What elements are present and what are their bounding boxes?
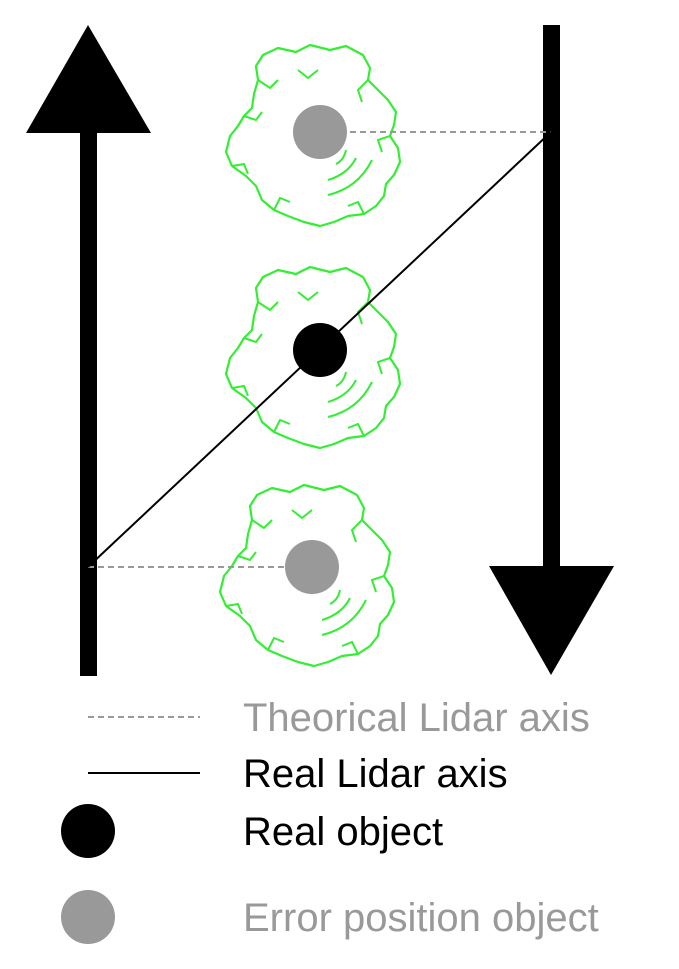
arrow-up-icon [26,25,151,676]
legend-real-object-swatch [61,804,115,858]
legend-real-object-label: Real object [243,810,443,854]
legend: Theorical Lidar axis Real Lidar axis Rea… [61,696,599,944]
legend-theoretical-label: Theorical Lidar axis [243,696,590,740]
error-object-bottom [285,540,339,594]
legend-real-axis-label: Real Lidar axis [243,752,508,796]
legend-error-object-label: Error position object [243,896,599,940]
legend-error-object-swatch [61,890,115,944]
real-object [293,323,347,377]
error-object-top [293,105,347,159]
arrow-down-icon [489,25,614,675]
